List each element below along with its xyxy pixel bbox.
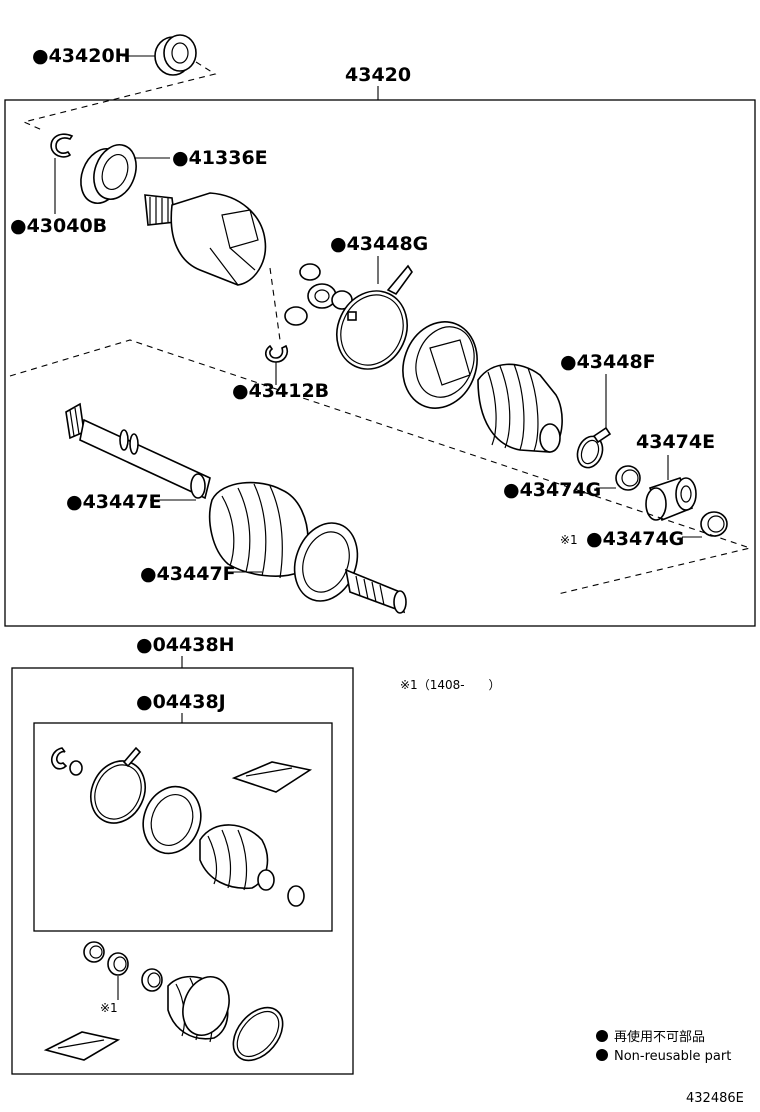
- legend-bullet-jp-icon: [596, 1030, 608, 1042]
- footnote-1: ※1（1408- ）: [400, 678, 501, 692]
- kit-j-parts-icon: [50, 746, 313, 907]
- label-43040B[interactable]: ●43040B: [10, 215, 107, 237]
- clamp-43448F-icon[interactable]: [573, 426, 612, 471]
- label-43448G[interactable]: ●43448G: [330, 233, 428, 255]
- label-04438H[interactable]: ●04438H: [136, 634, 235, 656]
- outboard-boot-icon: [208, 481, 407, 614]
- kit-h-parts-icon: [43, 941, 284, 1062]
- snap-ring-43040B-icon[interactable]: [50, 133, 74, 158]
- damper-43474E-icon[interactable]: [645, 477, 697, 522]
- assembly-box-43420: [4, 99, 756, 627]
- label-43474G-b[interactable]: ●43474G: [586, 528, 684, 550]
- joint-housing-icon: [144, 192, 267, 286]
- label-43448F[interactable]: ●43448F: [560, 351, 656, 373]
- inboard-boot-icon: [402, 321, 563, 453]
- tripod-icon: [284, 263, 353, 326]
- label-43474G-a[interactable]: ●43474G: [503, 479, 601, 501]
- label-43474E[interactable]: 43474E: [636, 431, 715, 453]
- label-43412B[interactable]: ●43412B: [232, 380, 329, 402]
- legend-bullet-en-icon: [596, 1049, 608, 1061]
- label-41336E[interactable]: ●41336E: [172, 147, 268, 169]
- label-43420: 43420: [345, 64, 411, 86]
- figure-id: 432486E: [686, 1091, 744, 1106]
- legend-en: Non-reusable part: [614, 1049, 731, 1064]
- label-04438J[interactable]: ●04438J: [136, 691, 226, 713]
- label-43420H[interactable]: ●43420H: [32, 45, 131, 67]
- note-mark-43474G-b: ※1: [560, 533, 578, 547]
- label-43447E[interactable]: ●43447E: [66, 491, 162, 513]
- snap-ring-43412B-icon[interactable]: [264, 344, 289, 363]
- label-43447F[interactable]: ●43447F: [140, 563, 236, 585]
- seal-41336E-icon[interactable]: [74, 139, 144, 209]
- note-mark-kit-h: ※1: [100, 1001, 118, 1015]
- kit-box-04438J: [33, 722, 333, 932]
- drive-shaft-icon: [65, 402, 211, 500]
- ring-43474G-a-icon[interactable]: [615, 465, 641, 491]
- kit-box-04438H: [11, 667, 354, 1075]
- legend-jp: 再使用不可部品: [614, 1029, 705, 1045]
- seal-43420H-icon[interactable]: [154, 34, 197, 76]
- clamp-43448G-icon[interactable]: [324, 264, 419, 381]
